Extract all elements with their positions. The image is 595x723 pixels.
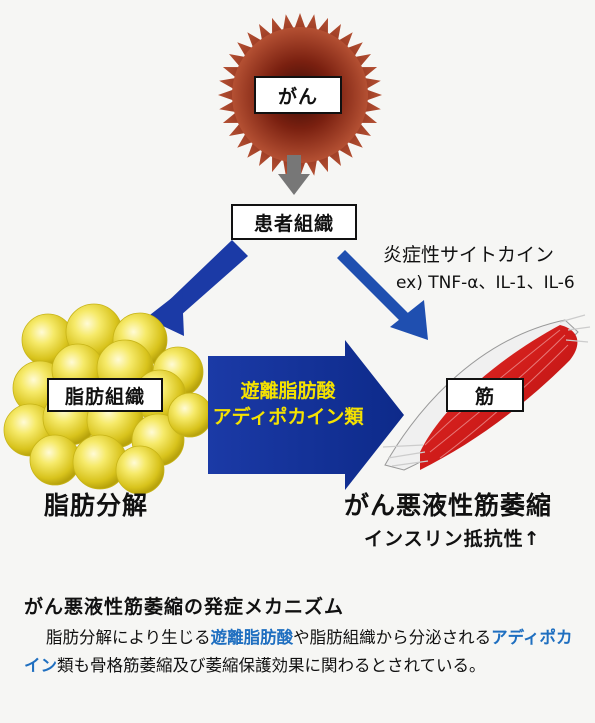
lipolysis-label: 脂肪分解	[44, 491, 149, 520]
cancer-label: がん	[254, 76, 342, 114]
caption-highlight-fatty-acids: 遊離脂肪酸	[210, 628, 294, 647]
caption-highlight-adipokines: アディポカイン	[24, 628, 573, 675]
secretion-arrow-icon	[208, 340, 404, 490]
fat-cell	[29, 434, 81, 486]
blue-arrow-to-fat-icon	[146, 240, 248, 336]
fat-cell	[115, 445, 165, 495]
gray-down-arrow-icon	[278, 155, 310, 195]
cachexia-label: がん悪液性筋萎縮	[344, 491, 553, 520]
arrow-text-adipokines: アディポカイン類	[212, 406, 364, 428]
patient-tissue-label: 患者組織	[231, 204, 357, 240]
caption-body: 脂肪分解により生じる遊離脂肪酸や脂肪組織から分泌されるアディポカイン類も骨格筋萎…	[24, 628, 573, 675]
caption-title: がん悪液性筋萎縮の発症メカニズム	[24, 596, 345, 618]
adipose-tissue-label: 脂肪組織	[47, 378, 163, 412]
cytokine-examples: ex) TNF-α、IL-1、IL-6	[396, 273, 575, 293]
muscle-label: 筋	[446, 378, 524, 412]
arrow-text-fatty-acids: 遊離脂肪酸	[240, 380, 336, 402]
insulin-resistance-label: インスリン抵抗性↑	[364, 528, 541, 550]
fat-cell	[167, 392, 213, 438]
blue-arrow-to-muscle-icon	[337, 250, 428, 340]
cytokine-title: 炎症性サイトカイン	[383, 244, 555, 266]
